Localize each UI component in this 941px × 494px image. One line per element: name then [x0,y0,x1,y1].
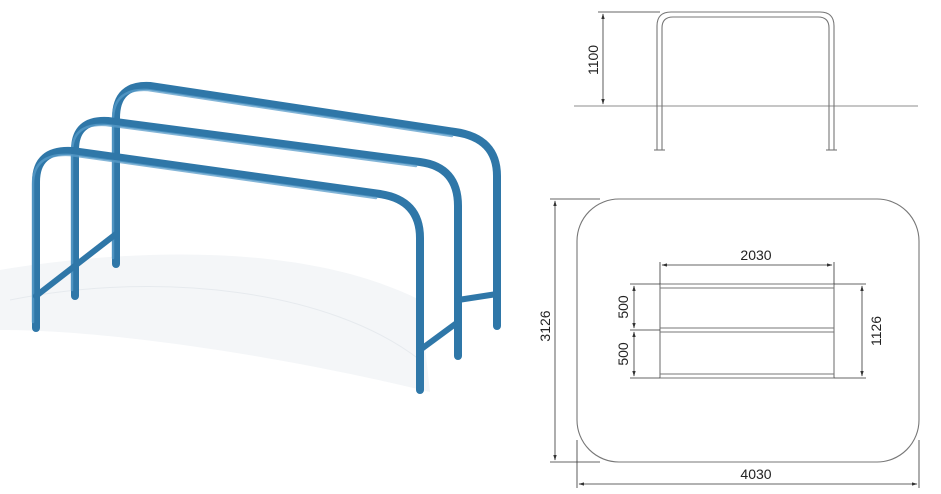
left-lower-brace [33,231,119,299]
right-upper-brace [455,291,500,303]
elevation-frame-inner [661,16,830,150]
elevation-view: 1100 [574,11,918,151]
elevation-frame-outer [656,11,835,150]
parallel-bars-render [0,81,501,394]
plan-bars [659,283,835,379]
middle-arch [71,116,462,360]
plan-view: 2030 1126 500 500 3126 4030 [537,198,920,488]
spacing-2-label: 500 [615,342,631,366]
back-arch [112,81,501,330]
area-width-label: 4030 [740,466,771,482]
spacing-1-label: 500 [615,295,631,319]
right-lower-brace [417,319,461,353]
bar-length-label: 2030 [740,247,771,263]
height-label: 1100 [585,45,601,75]
safety-area [576,198,920,463]
ground-shadow [0,254,430,392]
area-depth-label: 3126 [537,310,553,341]
front-arch [32,146,424,394]
frame-depth-label: 1126 [868,316,884,346]
